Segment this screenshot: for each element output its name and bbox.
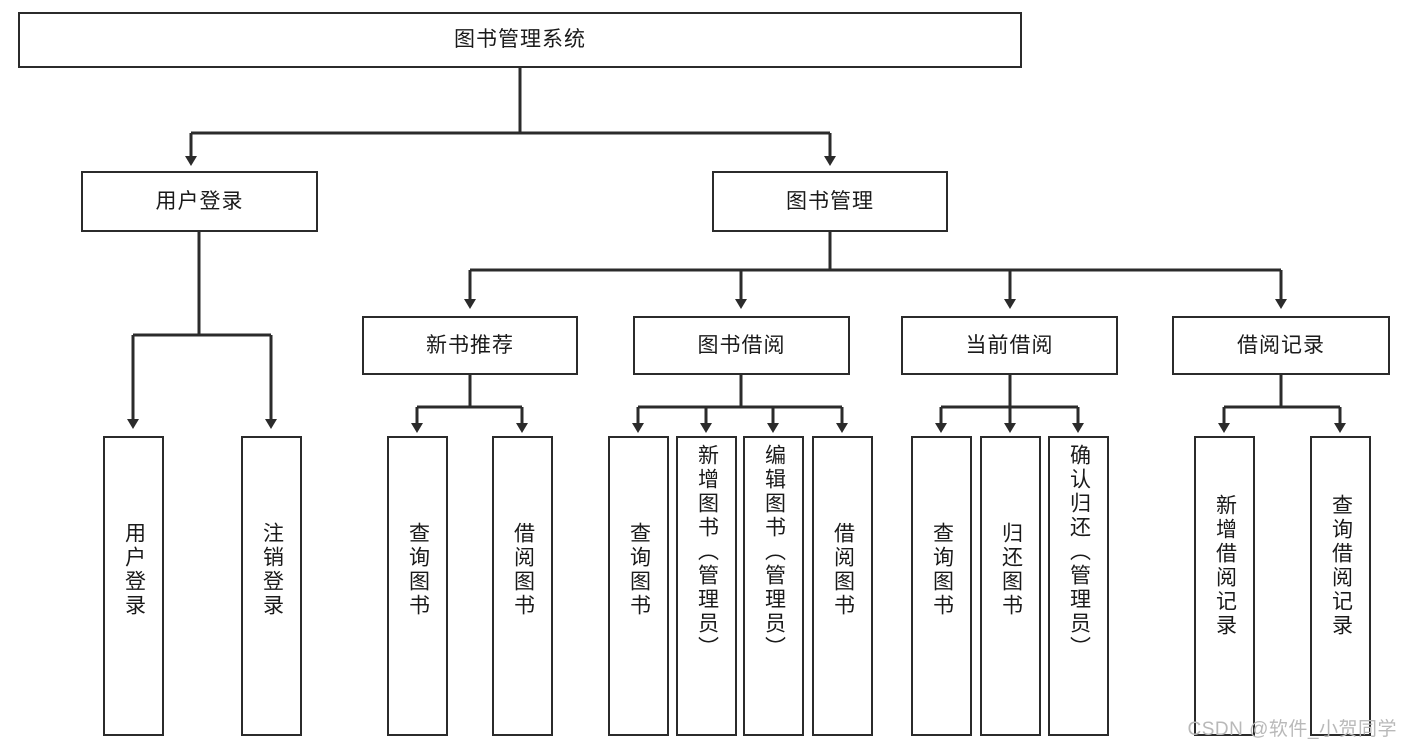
node-label: 借阅图书 xyxy=(511,522,535,618)
node-book-borrow[interactable]: 图书借阅 xyxy=(633,316,850,375)
node-label: 确认归还（管理员） xyxy=(1067,444,1091,660)
leaf-borrow-book-recommend[interactable]: 借阅图书 xyxy=(492,436,553,736)
node-label: 新增借阅记录 xyxy=(1213,494,1237,638)
leaf-query-book-recommend[interactable]: 查询图书 xyxy=(387,436,448,736)
leaf-query-book-current[interactable]: 查询图书 xyxy=(911,436,972,736)
node-user-login[interactable]: 用户登录 xyxy=(81,171,318,232)
leaf-query-borrow-record[interactable]: 查询借阅记录 xyxy=(1310,436,1371,736)
node-label: 借阅图书 xyxy=(831,522,855,618)
leaf-edit-book-admin[interactable]: 编辑图书（管理员） xyxy=(743,436,804,736)
node-borrow-record[interactable]: 借阅记录 xyxy=(1172,316,1390,375)
node-label: 用户登录 xyxy=(122,522,146,618)
node-label: 图书管理 xyxy=(786,189,874,213)
leaf-add-book-admin[interactable]: 新增图书（管理员） xyxy=(676,436,737,736)
leaf-logout[interactable]: 注销登录 xyxy=(241,436,302,736)
leaf-return-book[interactable]: 归还图书 xyxy=(980,436,1041,736)
leaf-confirm-return-admin[interactable]: 确认归还（管理员） xyxy=(1048,436,1109,736)
node-label: 当前借阅 xyxy=(965,333,1054,357)
node-label: 查询图书 xyxy=(930,522,954,618)
node-book-management[interactable]: 图书管理 xyxy=(712,171,948,232)
leaf-user-login[interactable]: 用户登录 xyxy=(103,436,164,736)
node-label: 查询图书 xyxy=(406,522,430,618)
node-label: 归还图书 xyxy=(999,522,1023,618)
leaf-query-book-borrow[interactable]: 查询图书 xyxy=(608,436,669,736)
node-label: 借阅记录 xyxy=(1237,333,1325,357)
node-label: 新增图书（管理员） xyxy=(695,444,719,660)
node-label: 注销登录 xyxy=(260,522,284,618)
node-label: 图书借阅 xyxy=(697,333,786,357)
node-label: 新书推荐 xyxy=(426,333,514,357)
node-label: 编辑图书（管理员） xyxy=(762,444,786,660)
node-current-borrow[interactable]: 当前借阅 xyxy=(901,316,1118,375)
node-label: 图书管理系统 xyxy=(454,28,586,52)
leaf-borrow-book[interactable]: 借阅图书 xyxy=(812,436,873,736)
watermark-text: CSDN @软件_小贺同学 xyxy=(1187,719,1397,740)
node-label: 查询借阅记录 xyxy=(1329,494,1353,638)
node-label: 查询图书 xyxy=(627,522,651,618)
node-new-book-recommend[interactable]: 新书推荐 xyxy=(362,316,578,375)
node-root-system[interactable]: 图书管理系统 xyxy=(18,12,1022,68)
node-label: 用户登录 xyxy=(155,189,244,213)
leaf-add-borrow-record[interactable]: 新增借阅记录 xyxy=(1194,436,1255,736)
